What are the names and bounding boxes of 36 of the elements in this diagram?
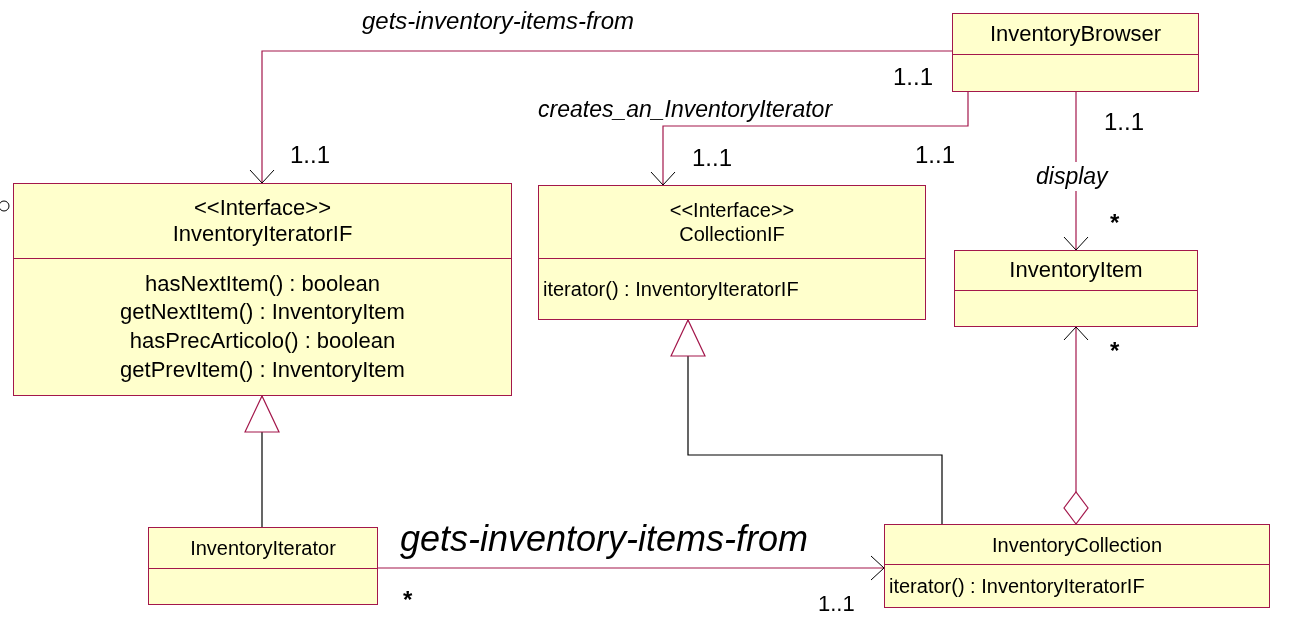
multiplicity-label: 1..1 [915,140,956,170]
class-box [884,524,1270,608]
multiplicity-label: * [1110,208,1120,238]
association-arrow [249,50,953,184]
multiplicity-label: 1..1 [1104,107,1145,137]
multiplicity-label: * [1110,336,1120,366]
stereotype-label: <<Interface>> [194,194,331,221]
method-signature: hasPrecArticolo() : boolean [129,327,396,355]
class-name: InventoryItem [1009,257,1143,284]
method-signature: iterator() : InventoryIteratorIF [543,277,799,302]
multiplicity-label: 1..1 [818,590,855,618]
aggregation-connector [1063,326,1089,525]
method-signature: iterator() : InventoryIteratorIF [889,574,1145,599]
method-signature: getPrevItem() : InventoryItem [120,355,405,384]
generalization-arrow [244,395,280,528]
class-box [148,527,378,605]
stereotype-label: <<Interface>> [669,198,795,222]
class-box [13,183,512,396]
class-name: InventoryIterator [190,536,336,560]
multiplicity-label: 1..1 [893,62,934,92]
multiplicity-label: * [403,585,413,615]
method-signature: hasNextItem() : boolean [145,269,380,298]
multiplicity-label: 1..1 [692,143,733,173]
multiplicity-label: 1..1 [290,140,331,170]
edge-label: display [1036,162,1108,191]
class-name: InventoryBrowser [989,20,1162,48]
generalization-arrow [670,319,943,525]
association-arrow [650,91,969,186]
class-box [954,250,1198,327]
class-name: InventoryCollection [991,532,1163,557]
method-signature: getNextItem() : InventoryItem [120,298,405,327]
class-name: InventoryIteratorIF [172,221,353,248]
class-box [538,185,926,320]
association-arrow [377,555,885,581]
class-box [952,13,1199,92]
class-name: CollectionIF [679,222,785,246]
